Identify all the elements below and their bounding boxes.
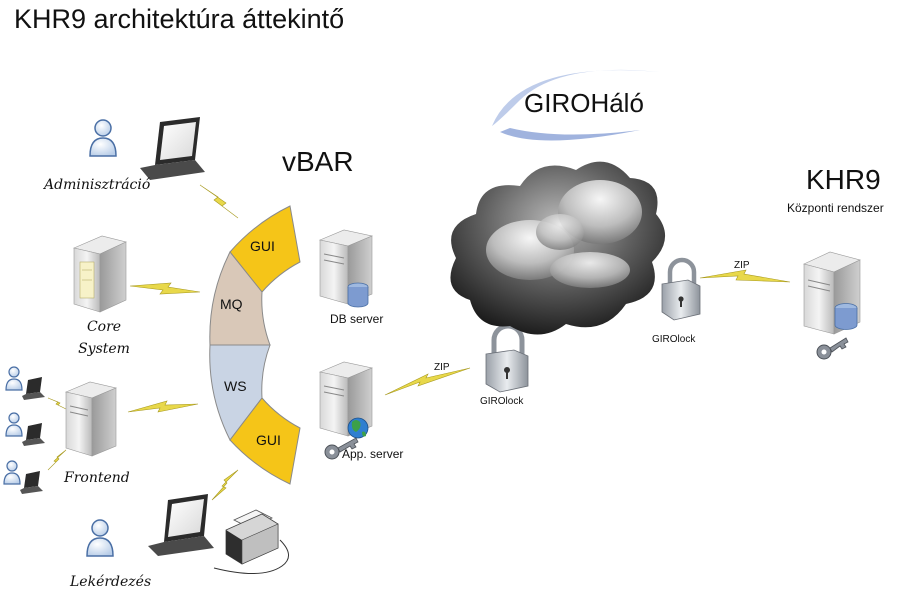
vbar-hub xyxy=(209,205,301,485)
bolt-fe-user1 xyxy=(47,397,69,411)
app-key-icon xyxy=(324,437,359,460)
bolt-frontend xyxy=(127,400,199,413)
diagram-title: KHR9 architektúra áttekintő xyxy=(14,4,345,34)
hub-segment-gui-bottom xyxy=(229,397,301,485)
query-user-icon xyxy=(86,519,114,557)
giro-swoosh xyxy=(492,69,660,141)
giro-lock-right-icon xyxy=(661,257,701,321)
frontend-user-3-icon xyxy=(3,460,43,494)
hub-segment-mq xyxy=(209,251,271,346)
globe-icon xyxy=(347,417,369,439)
bolt-core xyxy=(129,282,201,295)
giro-lock-left-label: GIROlock xyxy=(480,396,524,407)
printer-icon xyxy=(213,509,289,575)
frontend-user-2-icon xyxy=(5,412,45,446)
hub-segment-gui-top xyxy=(229,205,301,293)
bolt-query xyxy=(211,469,239,501)
central-system-subtitle: Központi rendszer xyxy=(787,201,884,215)
vbar-label: vBAR xyxy=(282,146,354,177)
hub-label-gui-bottom: GUI xyxy=(256,432,281,448)
query-laptop-icon xyxy=(148,494,214,556)
hub-segment-ws xyxy=(209,344,271,441)
query-label: Lekérdezés xyxy=(70,574,152,590)
frontend-label: Frontend xyxy=(64,470,130,486)
bolt-admin xyxy=(199,184,239,219)
central-system-name: KHR9 xyxy=(806,164,881,195)
db-server-icon xyxy=(318,229,374,308)
admin-laptop-icon xyxy=(140,117,205,180)
app-server-icon xyxy=(318,361,374,437)
central-key-icon xyxy=(816,337,849,360)
core-system-label: Core System xyxy=(78,319,130,357)
db-server-label: DB server xyxy=(330,312,384,326)
bolt-fe-user3 xyxy=(47,449,67,471)
giro-network-label: GIROHáló xyxy=(524,88,644,118)
app-server-label: App. server xyxy=(342,447,404,461)
connection-bolts xyxy=(47,184,791,501)
hub-label-gui-top: GUI xyxy=(250,238,275,254)
admin-user-icon xyxy=(89,119,117,157)
zip-right-label: ZIP xyxy=(734,260,750,271)
admin-label: Adminisztráció xyxy=(44,177,151,193)
core-system-server-icon xyxy=(73,235,127,313)
frontend-user-1-icon xyxy=(5,366,45,400)
bolt-zip-right xyxy=(699,269,791,283)
hub-label-ws: WS xyxy=(224,378,247,394)
central-server-icon xyxy=(803,251,861,335)
giro-lock-left-icon xyxy=(485,323,529,393)
frontend-server-icon xyxy=(65,381,117,457)
zip-left-label: ZIP xyxy=(434,362,450,373)
giro-cloud-icon xyxy=(450,161,666,335)
giro-lock-right-label: GIROlock xyxy=(652,334,696,345)
hub-label-mq: MQ xyxy=(220,296,243,312)
bolt-zip-left xyxy=(384,367,471,396)
